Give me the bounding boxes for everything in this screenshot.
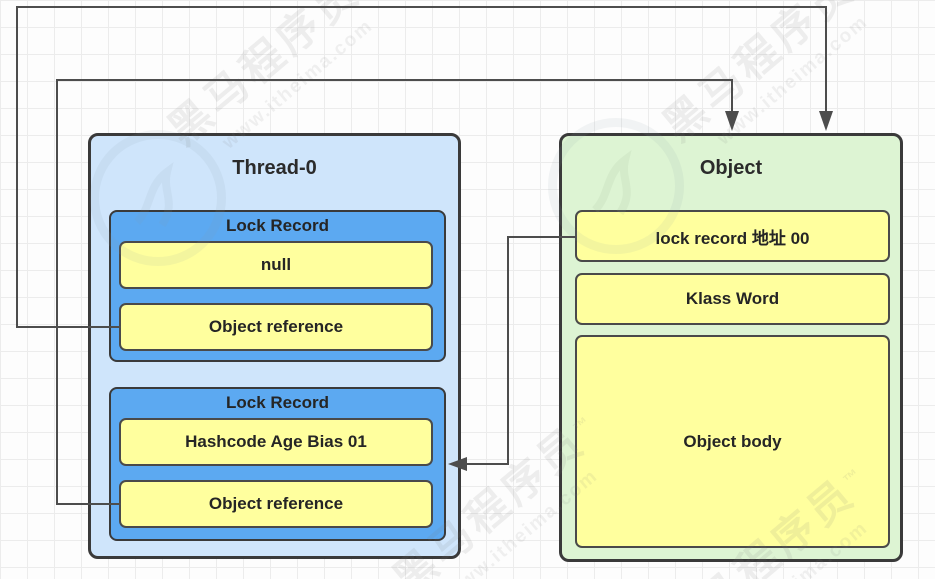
thread-box: Thread-0 Lock Record null Object referen…	[88, 133, 461, 559]
slot-object-reference-2: Object reference	[119, 480, 433, 528]
thread-title: Thread-0	[232, 157, 317, 179]
slot-hashcode-age-bias: Hashcode Age Bias 01	[119, 418, 433, 466]
slot-object-body: Object body	[575, 335, 890, 548]
object-box: Object lock record 地址 00 Klass Word Obje…	[559, 133, 903, 562]
slot-object-reference-1: Object reference	[119, 303, 433, 351]
slot-klass-word: Klass Word	[575, 273, 890, 325]
lock-record-1: Lock Record null Object reference	[109, 210, 446, 362]
arrowhead-down-right	[819, 111, 833, 131]
lock-record-2-title: Lock Record	[226, 393, 329, 412]
lock-record-2: Lock Record Hashcode Age Bias 01 Object …	[109, 387, 446, 541]
object-title: Object	[699, 157, 763, 179]
arrowhead-down-left	[725, 111, 739, 131]
lock-record-1-title: Lock Record	[226, 216, 329, 235]
slot-lock-record-address: lock record 地址 00	[575, 210, 890, 262]
slot-null: null	[119, 241, 433, 289]
